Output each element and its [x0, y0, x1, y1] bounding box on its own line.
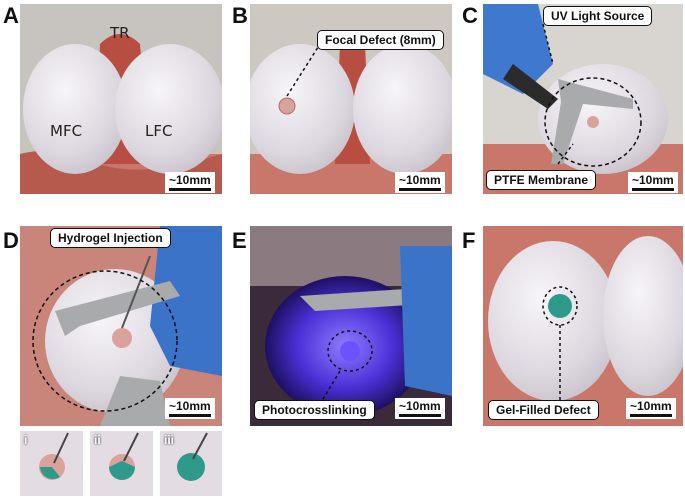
scale-bar: ~10mm	[395, 172, 445, 193]
inset-iii-photo	[160, 431, 222, 496]
scale-bar: ~10mm	[165, 398, 215, 419]
scale-bar: ~10mm	[628, 172, 678, 193]
inset-i: i	[20, 431, 83, 496]
focal-defect-callout: Focal Defect (8mm)	[317, 30, 444, 50]
panel-a: MFC LFC TR ~10mm	[20, 4, 222, 194]
panel-letter-f: F	[462, 228, 476, 253]
hydrogel-injection-callout: Hydrogel Injection	[50, 228, 171, 248]
panel-f-photo	[483, 226, 683, 426]
panel-letter-b: B	[232, 3, 248, 28]
scale-bar: ~10mm	[395, 398, 445, 419]
scale-bar: ~10mm	[626, 398, 676, 419]
ptfe-membrane-callout: PTFE Membrane	[486, 170, 597, 190]
panel-c-photo	[483, 4, 683, 194]
panel-c: UV Light Source PTFE Membrane ~10mm	[483, 4, 683, 194]
inset-ii-photo	[90, 431, 153, 496]
panel-letter-e: E	[232, 228, 247, 253]
photocrosslinking-callout: Photocrosslinking	[254, 400, 375, 420]
inset-i-photo	[20, 431, 83, 496]
gel-filled-defect-callout: Gel-Filled Defect	[488, 400, 599, 420]
panel-letter-c: C	[462, 3, 478, 28]
uv-light-source-callout: UV Light Source	[543, 6, 653, 26]
inset-label: ii	[94, 433, 101, 447]
scale-bar: ~10mm	[165, 172, 215, 193]
inset-label: iii	[164, 433, 175, 447]
tr-label: TR	[110, 24, 130, 42]
panel-e: Photocrosslinking ~10mm	[250, 226, 452, 426]
panel-b: Focal Defect (8mm) ~10mm	[250, 4, 452, 194]
lfc-label: LFC	[145, 122, 173, 140]
panel-d-photo	[20, 226, 222, 426]
inset-label: i	[24, 433, 28, 447]
inset-ii: ii	[90, 431, 153, 496]
mfc-label: MFC	[50, 122, 83, 140]
panel-e-photo	[250, 226, 452, 426]
inset-iii: iii	[160, 431, 222, 496]
panel-f: Gel-Filled Defect ~10mm	[483, 226, 683, 426]
panel-d: Hydrogel Injection ~10mm	[20, 226, 222, 426]
panel-letter-d: D	[3, 228, 19, 253]
panel-letter-a: A	[3, 3, 19, 28]
